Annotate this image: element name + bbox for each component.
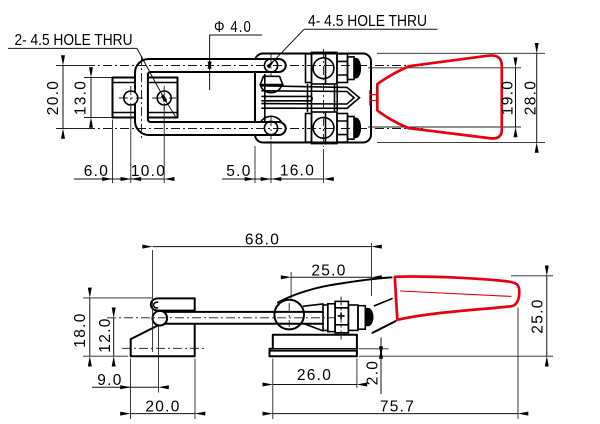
handle-grip-side: [393, 275, 521, 322]
callout-two-holes-label: 2- 4.5 HOLE THRU: [15, 32, 133, 49]
dim-rod-height-label: 12.0: [97, 317, 114, 352]
side-view-dimension-labels: 68.0 25.0 18.0 12.0 9.0 20.0 26.0 2.0 75…: [72, 232, 547, 416]
lever-bar-top: [261, 83, 361, 113]
dim-base-plate-label: 2.0: [365, 360, 382, 385]
catch-plate-side: [129, 297, 196, 358]
spring-anchor: [259, 75, 284, 86]
dim-body-width-label: 28.0: [523, 80, 540, 115]
callout-rod-diameter-label: Φ 4.0: [214, 19, 252, 36]
bolt-stack-top-upper: [304, 51, 362, 85]
dim-foot-length-label: 20.0: [145, 399, 180, 416]
top-view-dimension-labels: 20.0 13.0 6.0 10.0 5.0 16.0 19.0 28.0 2-…: [15, 13, 540, 180]
dim-handle-height-label: 25.0: [530, 298, 547, 333]
dim-body-edge-hole-label: 5.0: [226, 163, 251, 180]
callout-two-holes-leader: [8, 47, 177, 118]
top-view: 20.0 13.0 6.0 10.0 5.0 16.0 19.0 28.0 2-…: [8, 13, 545, 183]
dim-catch-height-label: 18.0: [72, 312, 89, 347]
dim-pivot-spacing-label: 25.0: [311, 263, 346, 280]
clevis-assembly-side: [322, 300, 374, 334]
dim-overall-length-label: 75.7: [380, 399, 415, 416]
handle-grip-top: [369, 54, 504, 140]
callout-four-holes-label: 4- 4.5 HOLE THRU: [308, 13, 427, 30]
latch-rod-side: [164, 310, 324, 325]
dim-base-length-label: 26.0: [297, 367, 332, 384]
side-view-dimension-lines: [87, 244, 549, 416]
dim-hook-pivot-label: 68.0: [245, 232, 280, 249]
dim-edge-hole-label: 6.0: [84, 163, 109, 180]
dim-foot-rod-label: 9.0: [97, 372, 122, 389]
callout-four-holes-leader: [266, 28, 438, 69]
dim-hole-spacing-label: 10.0: [131, 163, 166, 180]
side-view-centerlines: [107, 296, 342, 349]
dim-plate-height-label: 13.0: [73, 80, 90, 115]
top-view-dimension-lines: [61, 34, 539, 181]
side-view: 68.0 25.0 18.0 12.0 9.0 20.0 26.0 2.0 75…: [72, 232, 553, 419]
dim-handle-width-label: 19.0: [500, 80, 517, 115]
top-view-extension-lines: [56, 52, 545, 183]
bolt-stack-top-lower: [304, 111, 362, 145]
dim-hole-bolt-label: 16.0: [280, 163, 315, 180]
dim-arm-span-label: 20.0: [45, 80, 62, 115]
pivot-eye: [273, 298, 306, 331]
clamp-base-side: [268, 333, 358, 358]
